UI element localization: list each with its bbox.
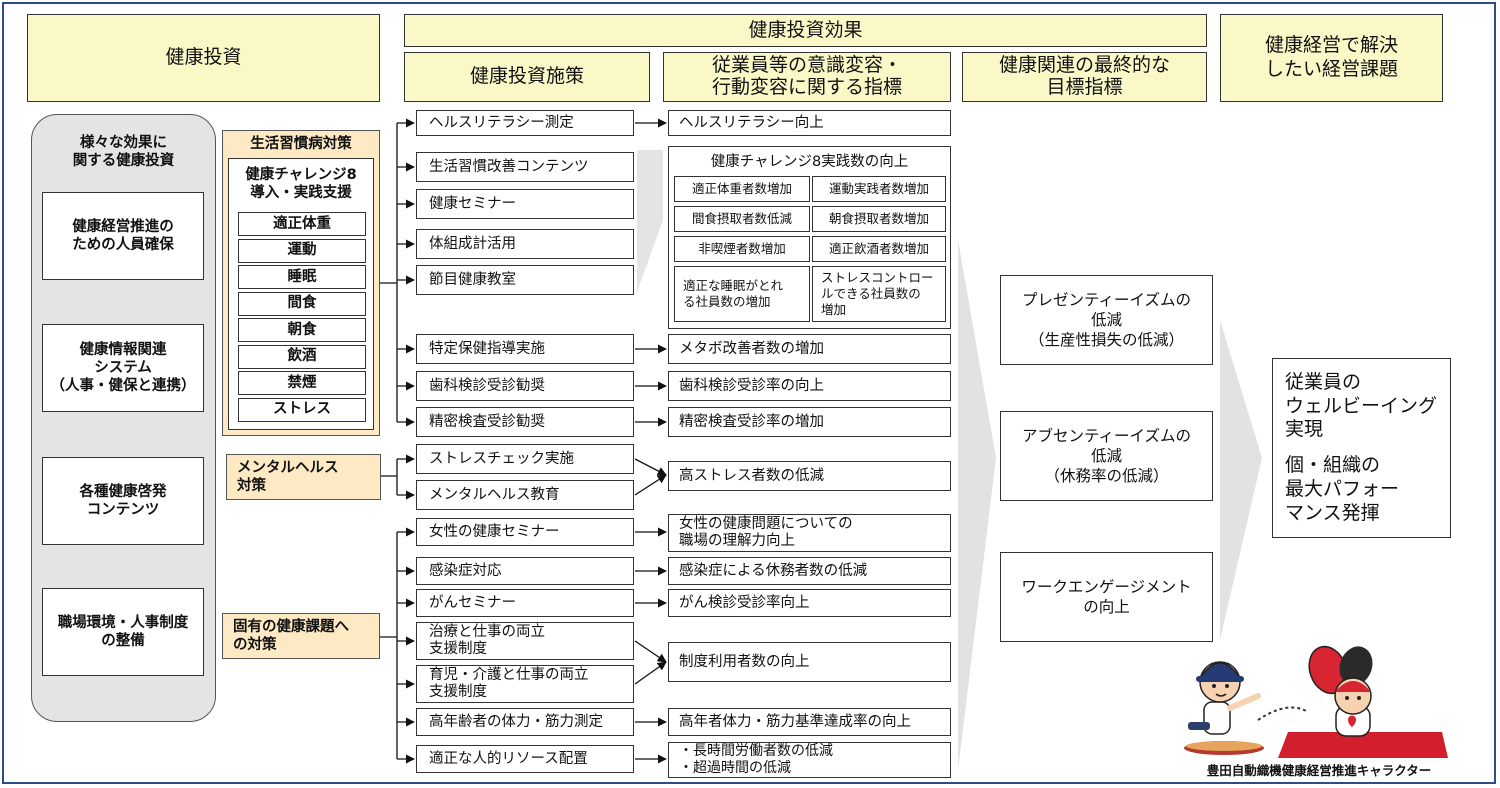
issue-performance: 個・組織の 最大パフォー マンス発揮 — [1285, 454, 1400, 524]
investment-item-environment: 職場環境・人事制度 の整備 — [42, 588, 204, 676]
outcome-high-stress: 高ストレス者数の低減 — [668, 461, 951, 491]
lifestyle-group-title: 生活習慣病対策 — [250, 135, 352, 152]
measure-lifestyle-contents: 生活習慣改善コンテンツ — [416, 152, 634, 182]
investment-item-staff: 健康経営推進の ための人員確保 — [42, 192, 204, 280]
header-investment: 健康投資 — [27, 14, 380, 102]
outcome-challenge-title: 健康チャレンジ8実践数の向上 — [710, 153, 909, 170]
measure-detailed-exam: 精密検査受診勧奨 — [416, 407, 634, 437]
outcome-metabo: メタボ改善者数の増加 — [668, 334, 951, 364]
outcome-dental: 歯科検診受診率の向上 — [668, 371, 951, 401]
outcome-elderly: 高年者体力・筋力基準達成率の向上 — [668, 708, 951, 736]
lifestyle-item: 間食 — [238, 291, 366, 316]
measure-body-composition: 体組成計活用 — [416, 229, 634, 259]
mascot-illustration — [1184, 645, 1448, 758]
outcome-overtime: ・長時間労働者数の低減 ・超過時間の低減 — [668, 742, 951, 778]
mascot-girl — [1308, 645, 1373, 737]
header-effect: 健康投資効果 — [404, 14, 1207, 47]
measure-elderly-fitness: 高年齢者の体力・筋力測定 — [416, 708, 634, 736]
challenge-cell: 運動実践者数増加 — [812, 176, 946, 202]
outcome-infection: 感染症による休務者数の低減 — [668, 557, 951, 585]
challenge-cell: 適正飲酒者数増加 — [812, 236, 946, 262]
business-issue-box: 従業員の ウェルビーイング 実現 個・組織の 最大パフォー マンス発揮 — [1272, 358, 1451, 538]
outcome-literacy: ヘルスリテラシー向上 — [668, 110, 951, 136]
measure-treatment-work: 治療と仕事の両立 支援制度 — [416, 622, 634, 660]
measure-literacy: ヘルスリテラシー測定 — [416, 110, 634, 136]
header-behavior: 従業員等の意識変容・ 行動変容に関する指標 — [663, 52, 951, 102]
challenge-cell: 適正体重者数増加 — [674, 176, 810, 202]
final-presenteeism: プレゼンティーイズムの 低減 （生産性損失の低減） — [1000, 275, 1213, 365]
investment-item-system: 健康情報関連 システム （人事・健保と連携） — [42, 324, 204, 412]
challenge-cell: 適正な睡眠がとれ る社員数の増加 — [674, 266, 810, 322]
measure-seminar: 健康セミナー — [416, 189, 634, 219]
lifestyle-item: 飲酒 — [238, 344, 366, 369]
measure-dental: 歯科検診受診勧奨 — [416, 371, 634, 401]
challenge-cell: 朝食摂取者数増加 — [812, 206, 946, 232]
lifestyle-item: 睡眠 — [238, 265, 366, 289]
measure-stress-check: ストレスチェック実施 — [416, 444, 634, 474]
mental-health-group: メンタルヘルス 対策 — [226, 454, 381, 500]
character-caption: 豊田自動織機健康経営推進キャラクター — [1206, 763, 1432, 779]
header-measures: 健康投資施策 — [404, 52, 650, 102]
issue-wellbeing: 従業員の ウェルビーイング 実現 — [1285, 370, 1438, 441]
header-issue: 健康経営で解決 したい経営課題 — [1220, 14, 1443, 102]
measure-women-seminar: 女性の健康セミナー — [416, 518, 634, 546]
measure-infection: 感染症対応 — [416, 557, 634, 585]
specific-issue-group: 固有の健康課題へ の対策 — [222, 613, 380, 659]
outcome-women-understanding: 女性の健康問題についての 職場の理解力向上 — [668, 514, 951, 552]
outcome-cancer: がん検診受診率向上 — [668, 589, 951, 617]
measure-milestone-class: 節目健康教室 — [416, 265, 634, 295]
lifestyle-item: 適正体重 — [238, 212, 366, 236]
measure-cancer-seminar: がんセミナー — [416, 589, 634, 617]
outcome-system-usage: 制度利用者数の向上 — [668, 642, 951, 682]
measure-mental-education: メンタルヘルス教育 — [416, 480, 634, 510]
header-final: 健康関連の最終的な 目標指標 — [962, 52, 1207, 102]
challenge-cell: 非喫煙者数増加 — [674, 236, 810, 262]
lifestyle-item: 運動 — [238, 238, 366, 263]
measure-specific-guidance: 特定保健指導実施 — [416, 334, 634, 364]
lifestyle-subtitle: 健康チャレンジ8 導入・実践支援 — [245, 166, 357, 201]
challenge-cell: 間食摂取者数低減 — [674, 206, 810, 232]
final-absenteeism: アブセンティーイズムの 低減 （休務率の低減） — [1000, 411, 1213, 501]
investment-item-contents: 各種健康啓発 コンテンツ — [42, 457, 204, 545]
measure-resource-allocation: 適正な人的リソース配置 — [416, 745, 634, 773]
challenge-cell: ストレスコントロー ルできる社員数の 増加 — [812, 266, 946, 322]
measure-childcare-work: 育児・介護と仕事の両立 支援制度 — [416, 665, 634, 703]
investment-panel-title: 様々な効果に 関する健康投資 — [72, 134, 175, 169]
lifestyle-item: 朝食 — [238, 318, 366, 342]
mascot-boy — [1184, 661, 1264, 755]
lifestyle-item: ストレス — [238, 397, 366, 422]
outcome-detailed-exam: 精密検査受診率の増加 — [668, 407, 951, 437]
final-work-engagement: ワークエンゲージメント の向上 — [1000, 552, 1213, 642]
lifestyle-item: 禁煙 — [238, 371, 366, 395]
